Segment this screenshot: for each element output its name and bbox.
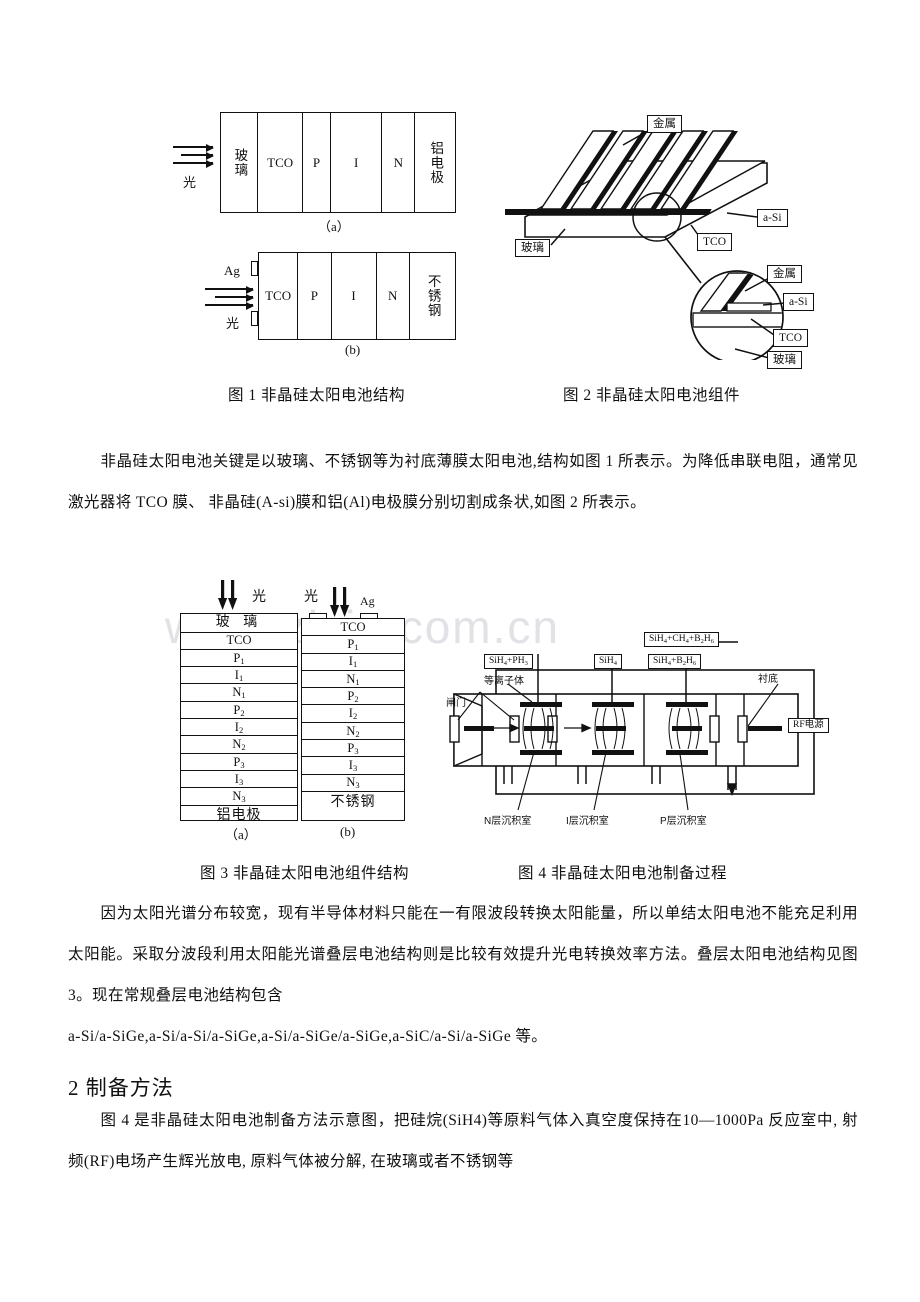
figure1-panel-a-box: 玻璃 TCO P I N 铝电极 [220,112,456,213]
figure2-caption: 图 2 非晶硅太阳电池组件 [563,387,741,404]
figure2-detail-label-tco: TCO [773,329,808,348]
figure1-panel-b-light-label: 光 [226,316,240,331]
figure1-ag-label: Ag [224,263,240,278]
figure2-detail-label-asi: a-Si [783,293,814,312]
layer-cell: I [332,253,377,339]
figure3-panel-a-light-label: 光 [252,590,266,605]
layer-row: 玻 璃 [181,614,297,633]
figure4-gas-label-2: SiH4 [594,654,623,670]
figure2-detail-label-metal: 金属 [767,265,802,284]
figure2-label-tco: TCO [697,233,732,252]
layer-cell: TCO [259,253,299,339]
body-paragraph-1: 非晶硅太阳电池关键是以玻璃、不锈钢等为衬底薄膜太阳电池,结构如图 1 所表示。为… [68,453,858,511]
figure4-substrate-label: 衬底 [758,674,778,685]
figure4-rf-power-label: RF电源 [788,718,829,734]
figure2-label-asi: a-Si [757,209,788,228]
figure3-ag-label: Ag [360,594,375,608]
figure4-chamber-label-i: I层沉积室 [566,816,609,827]
layer-cell: 不锈钢 [425,274,441,318]
layer-row: 不锈钢 [330,794,376,810]
layer-row: 铝电极 [216,807,262,823]
ag-electrode-mark [251,261,258,276]
figure2-detail-label-glass: 玻璃 [767,351,802,370]
figure-2: 金属 a-Si TCO 玻璃 金属 a-Si TCO 玻璃 [505,105,825,370]
figure4-caption: 图 4 非晶硅太阳电池制备过程 [518,865,728,882]
layer-cell: I [331,113,383,212]
layer-cell: P [303,113,331,212]
figure4-gas-label-1: SiH4+PH3 [484,654,533,670]
layer-cell: 铝电极 [428,140,444,185]
layer-cell: TCO [258,113,303,212]
layer-cell: N [382,113,416,212]
section-heading-2: 2 制备方法 [68,1076,174,1100]
figure2-label-glass: 玻璃 [515,239,550,258]
body-paragraph-3: a-Si/a-SiGe,a-Si/a-Si/a-SiGe,a-Si/a-SiGe… [68,1028,548,1045]
figure1-caption: 图 1 非晶硅太阳电池结构 [228,387,406,404]
layer-cell: N [377,253,410,339]
figure1-panel-b-sublabel: (b) [345,342,361,357]
figure4-chamber-label-n: N层沉积室 [484,816,532,827]
layer-row: TCO [302,619,404,637]
figure4-plasma-label: 等离子体 [484,676,524,687]
ag-electrode-mark [251,311,258,326]
layer-cell: P [298,253,332,339]
figure2-label-metal: 金属 [647,115,682,134]
figure-4: SiH4+PH3 SiH4 SiH4+B2H6 SiH4+CH4+B2H6 RF… [446,632,840,840]
figure4-chamber-label-p: P层沉积室 [660,816,707,827]
figure3-panel-a-sublabel: （a） [225,827,257,842]
layer-cell: 玻璃 [232,148,248,177]
figure3-panel-b-sublabel: (b) [340,824,356,839]
figure4-gate-label: 闸门 [446,698,466,709]
figure1-panel-a-sublabel: （a） [318,219,350,234]
figure4-gas-label-4: SiH4+CH4+B2H6 [644,632,719,648]
figure1-panel-a-light-label: 光 [183,175,197,190]
figure3-caption: 图 3 非晶硅太阳电池组件结构 [200,865,410,882]
layer-row: TCO [181,633,297,650]
body-paragraph-2: 因为太阳光谱分布较宽，现有半导体材料只能在一有限波段转换太阳能量，所以单结太阳电… [68,905,858,1004]
figure1-panel-b-box: TCO P I N 不锈钢 [258,252,456,340]
figure4-gas-label-3: SiH4+B2H6 [648,654,702,670]
figure3-panel-b-light-label: 光 [304,590,318,605]
body-paragraph-4: 图 4 是非晶硅太阳电池制备方法示意图，把硅烷(SiH4)等原料气体入真空度保持… [68,1112,858,1170]
